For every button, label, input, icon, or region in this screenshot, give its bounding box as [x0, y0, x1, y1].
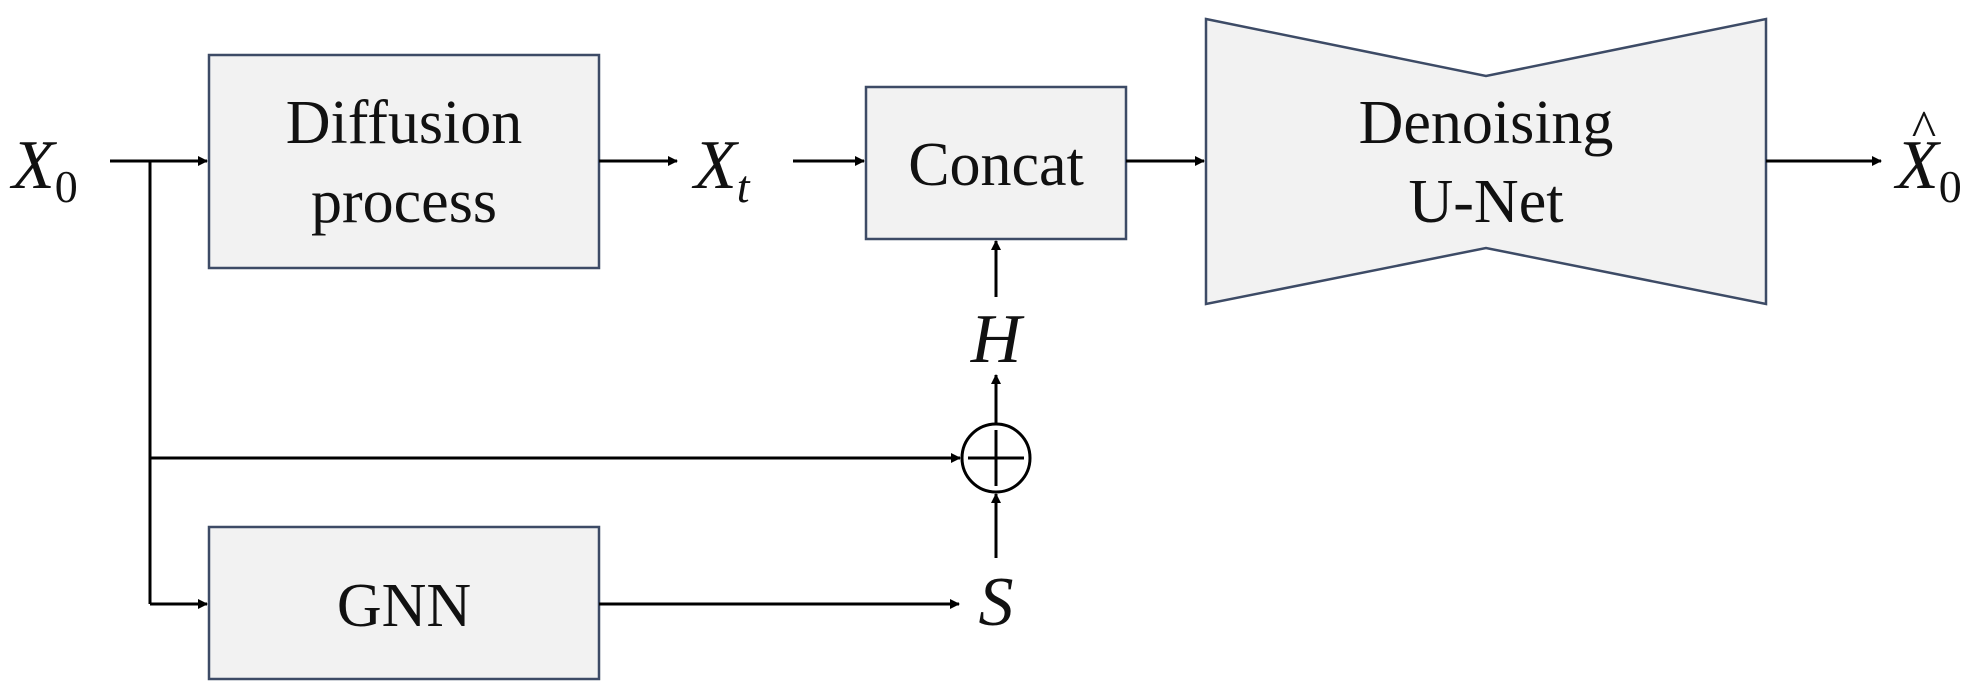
concat-block: Concat [864, 85, 1128, 241]
x0-hat-output-label: ^ X0 [1893, 101, 1962, 212]
gnn-block: GNN [207, 525, 601, 681]
diffusion-process-label-line1: Diffusion [286, 89, 523, 157]
diffusion-process-block: Diffusion process [207, 53, 601, 270]
sum-node [960, 422, 1032, 494]
concat-label: Concat [908, 131, 1084, 199]
hat-accent: ^ [1912, 101, 1936, 158]
denoising-unet-block: Denoising U-Net [1204, 17, 1768, 306]
h-label: H [970, 301, 1025, 378]
x0-input-label: X0 [9, 127, 78, 212]
unet-label-line1: Denoising [1359, 89, 1614, 157]
x0-hat-symbol: X0 [1893, 127, 1962, 212]
unet-label-line2: U-Net [1409, 168, 1564, 236]
gnn-label: GNN [337, 572, 471, 640]
s-label: S [979, 564, 1014, 641]
xt-label: Xt [691, 127, 751, 212]
diffusion-process-label-line2: process [311, 168, 497, 236]
connections [110, 156, 1882, 609]
